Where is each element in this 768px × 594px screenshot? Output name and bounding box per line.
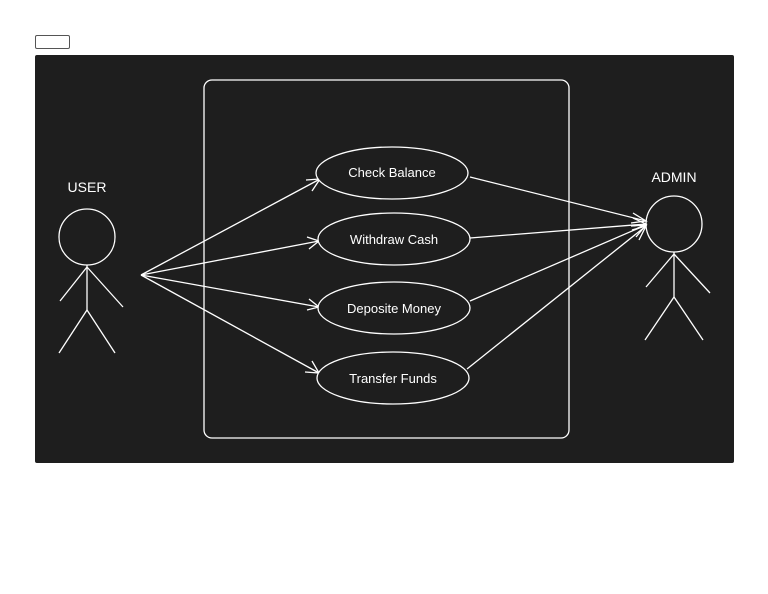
arrowhead-check-balance-admin (630, 212, 648, 224)
use-case-label: Check Balance (348, 165, 435, 180)
actor-user-head (58, 208, 116, 266)
use-case-ellipse (317, 212, 471, 266)
actor-user-label: USER (68, 179, 107, 195)
use-case-ellipse (316, 351, 470, 405)
use-case-ellipse (317, 281, 471, 335)
use-case-check-balance[interactable]: Check Balance (315, 146, 469, 200)
actor-admin-label: ADMIN (651, 169, 696, 185)
assoc-withdraw-cash-admin[interactable] (469, 223, 647, 239)
assoc-transfer-funds-admin[interactable] (466, 225, 647, 370)
actor-admin[interactable]: ADMIN (644, 169, 711, 341)
assoc-user-transfer-funds[interactable] (140, 274, 320, 374)
use-case-transfer-funds[interactable]: Transfer Funds (316, 351, 470, 405)
use-case-label: Withdraw Cash (350, 232, 438, 247)
use-case-ellipse (315, 146, 469, 200)
use-case-label: Transfer Funds (349, 371, 437, 386)
actor-admin-head (645, 195, 703, 253)
assoc-check-balance-admin[interactable] (469, 176, 647, 222)
actor-user-leg-left (58, 309, 88, 354)
assoc-user-withdraw-cash[interactable] (140, 240, 320, 276)
actor-admin-arm-left (645, 253, 675, 288)
actor-user-arm-left (59, 266, 88, 302)
use-case-diagram: USER ADMIN (58, 79, 711, 439)
use-case-deposite-money[interactable]: Deposite Money (317, 281, 471, 335)
arrowhead-transfer-funds-admin (631, 224, 648, 241)
frame-tab[interactable] (35, 35, 70, 49)
arrowhead-user-deposite-money (306, 298, 321, 311)
actor-user-arm-right (86, 266, 124, 308)
actor-user[interactable]: USER (58, 179, 124, 354)
user-associations (140, 178, 322, 374)
actor-admin-leg-left (644, 296, 675, 341)
actor-admin-leg-right (673, 296, 704, 341)
use-case-label: Deposite Money (347, 301, 441, 316)
arrowhead-deposite-money-admin (630, 224, 648, 238)
use-case-withdraw-cash[interactable]: Withdraw Cash (317, 212, 471, 266)
assoc-deposite-money-admin[interactable] (469, 224, 647, 302)
system-boundary[interactable] (203, 79, 570, 439)
assoc-user-check-balance[interactable] (140, 178, 321, 276)
actor-admin-arm-right (673, 253, 711, 294)
diagram-canvas: USER ADMIN (35, 55, 734, 463)
assoc-user-deposite-money[interactable] (140, 274, 320, 308)
actor-user-leg-right (86, 309, 116, 354)
admin-associations (466, 176, 648, 370)
